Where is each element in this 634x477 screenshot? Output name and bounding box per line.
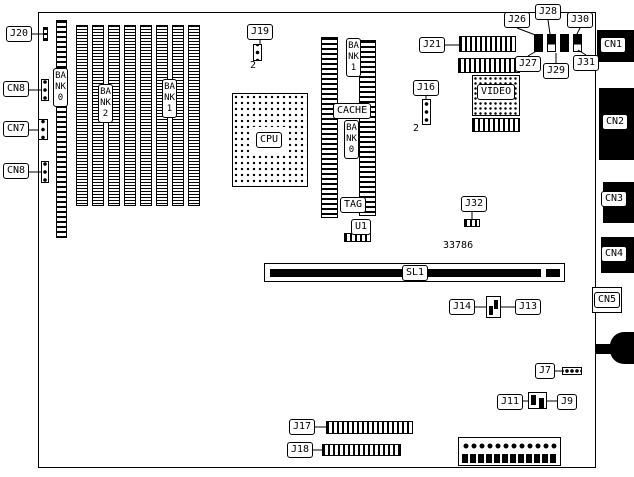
- cn5-label: CN5: [594, 292, 621, 308]
- bank0-socket: [56, 20, 67, 238]
- cache-column-right: [359, 40, 376, 216]
- part-number: 33786: [443, 240, 474, 251]
- j19-label: J19: [247, 24, 274, 40]
- j14-j13-jumper: [486, 296, 501, 318]
- audio-jack-connector: [610, 332, 634, 364]
- cn8-upper-label: CN8: [3, 81, 30, 97]
- simm-slot: [188, 25, 200, 206]
- cpu-label: CPU: [256, 132, 283, 148]
- cn2-label: CN2: [602, 114, 629, 130]
- j20-connector: [43, 27, 48, 41]
- cn8-lower-label: CN8: [3, 163, 30, 179]
- cn8-lower-connector: [41, 161, 49, 183]
- j7-label: J7: [535, 363, 556, 379]
- header-pin-row-round: [462, 440, 557, 452]
- jumper-block-j26-j31: [534, 34, 590, 52]
- jumper-cap: [534, 34, 543, 52]
- bank2-simm-label: BANK2: [98, 84, 113, 123]
- bank0-simm-label: BANK0: [53, 68, 68, 107]
- video-label: VIDEO: [477, 84, 516, 100]
- j21-connector: [459, 36, 516, 52]
- j14-label: J14: [449, 299, 476, 315]
- j29-label: J29: [543, 63, 570, 79]
- video-pins-bottom: [472, 118, 520, 132]
- cn7-label: CN7: [3, 121, 30, 137]
- u1-label: U1: [351, 219, 372, 235]
- j11-label: J11: [497, 394, 524, 410]
- j17-label: J17: [289, 419, 316, 435]
- video-pins-top: [458, 58, 520, 73]
- j7-connector: [562, 367, 582, 375]
- sl1-label: SL1: [402, 265, 429, 281]
- cn7-connector: [38, 119, 48, 140]
- header-pin-row-square: [462, 454, 557, 463]
- jumper-cap: [560, 34, 569, 52]
- j26-label: J26: [504, 12, 531, 28]
- j30-label: J30: [567, 12, 594, 28]
- j16-label: J16: [413, 80, 440, 96]
- j11-j9-jumpers: [528, 392, 547, 409]
- tag-label: TAG: [340, 197, 367, 213]
- jumper-cap: [573, 34, 582, 52]
- j32-connector: [464, 219, 480, 227]
- j27-label: J27: [515, 56, 542, 72]
- j9-label: J9: [557, 394, 578, 410]
- cn4-label: CN4: [601, 246, 628, 262]
- j16-connector: [422, 99, 431, 125]
- cn1-label: CN1: [600, 37, 627, 53]
- simm-slot: [124, 25, 136, 206]
- j13-label: J13: [515, 299, 542, 315]
- bank1-simm-label: BANK1: [162, 79, 177, 118]
- jumper-cap: [547, 34, 556, 52]
- j20-label: J20: [6, 26, 33, 42]
- cache-bank1-label: BANK1: [346, 38, 361, 77]
- simm-slot: [76, 25, 88, 206]
- j17-pin-header: [326, 421, 413, 434]
- cache-bank0-label: BANK0: [344, 120, 359, 159]
- j28-label: J28: [535, 4, 562, 20]
- bottom-right-header: [458, 437, 561, 466]
- j18-label: J18: [287, 442, 314, 458]
- cache-label: CACHE: [333, 103, 372, 119]
- j16-pin-number: 2: [413, 123, 420, 134]
- j31-label: J31: [573, 55, 600, 71]
- j19-pin-number: 2: [250, 60, 257, 71]
- simm-slot: [140, 25, 152, 206]
- j21-label: J21: [419, 37, 446, 53]
- cn8-upper-connector: [41, 79, 49, 101]
- cn3-label: CN3: [601, 191, 628, 207]
- j32-label: J32: [461, 196, 488, 212]
- j19-connector: [253, 44, 262, 61]
- cache-column-left: [321, 37, 338, 218]
- j18-pin-header: [322, 444, 401, 456]
